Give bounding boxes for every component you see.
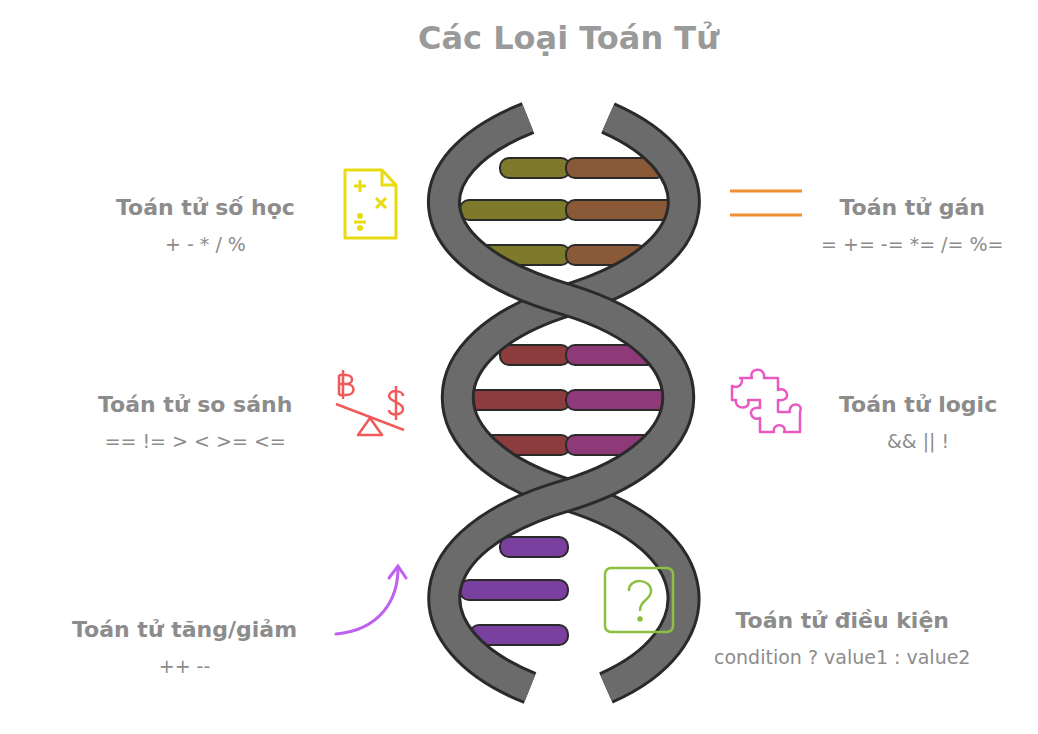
divide-dot xyxy=(359,227,362,230)
helix-strands xyxy=(444,118,684,688)
operator-group: Toán tử gán = += -= *= /= %= xyxy=(821,194,1003,256)
equals-bar xyxy=(730,190,802,193)
equals-icon xyxy=(730,191,802,215)
dollar-sign xyxy=(389,386,403,420)
scale-icon xyxy=(336,370,404,435)
operator-heading: Toán tử logic xyxy=(839,391,997,419)
strand-outline xyxy=(444,118,678,688)
diagram-title: Các Loại Toán Tử xyxy=(418,19,719,57)
calculator-icon xyxy=(345,170,396,238)
operator-operators: + - * / % xyxy=(116,232,295,256)
increment-arrow xyxy=(336,566,406,634)
rung xyxy=(460,580,568,600)
puzzle-icon xyxy=(732,370,801,432)
question-box xyxy=(605,568,673,632)
plus-sign xyxy=(354,180,366,192)
strand xyxy=(444,118,678,688)
operator-group: Toán tử so sánh == != > < >= <= xyxy=(98,391,292,453)
operator-heading: Toán tử điều kiện xyxy=(714,607,970,635)
rung xyxy=(460,390,570,410)
operator-group: Toán tử tăng/giảm ++ -- xyxy=(72,616,297,678)
question-hook xyxy=(629,581,651,610)
operator-group: Toán tử điều kiện condition ? value1 : va… xyxy=(714,607,970,669)
operator-operators: = += -= *= /= %= xyxy=(821,232,1003,256)
times-sign xyxy=(376,198,386,208)
operator-group: Toán tử số học + - * / % xyxy=(116,194,295,256)
operator-heading: Toán tử tăng/giảm xyxy=(72,616,297,644)
rung xyxy=(460,200,570,220)
operator-operators: ++ -- xyxy=(72,654,297,678)
icon-fold xyxy=(382,170,396,185)
operator-operators: && || ! xyxy=(839,429,997,453)
operator-operators: == != > < >= <= xyxy=(98,429,292,453)
scale-fulcrum xyxy=(358,418,382,435)
strand xyxy=(458,118,684,688)
icon-sheet xyxy=(345,170,396,238)
divide-sign xyxy=(354,221,366,224)
baht-sign xyxy=(339,370,354,399)
divide-dot xyxy=(359,215,362,218)
strand-outline xyxy=(458,118,684,688)
rung xyxy=(500,345,570,365)
rung xyxy=(500,158,570,178)
operator-heading: Toán tử so sánh xyxy=(98,391,292,419)
rung xyxy=(500,537,568,557)
question-icon xyxy=(605,568,673,632)
arrow-head xyxy=(389,566,406,578)
operator-group: Toán tử logic && || ! xyxy=(839,391,997,453)
operator-heading: Toán tử số học xyxy=(116,194,295,222)
operator-operators: condition ? value1 : value2 xyxy=(714,645,970,669)
equals-bar xyxy=(730,214,802,217)
question-dot xyxy=(639,618,642,621)
operator-heading: Toán tử gán xyxy=(821,194,1003,222)
